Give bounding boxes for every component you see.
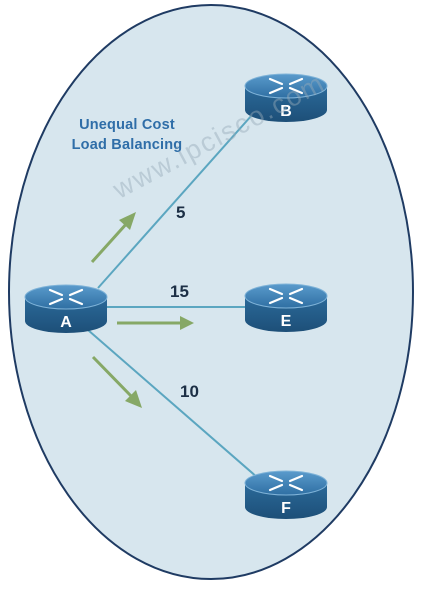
router-e: E (244, 283, 328, 332)
title-line-1: Unequal Cost (79, 117, 175, 133)
link-cost-a-f: 10 (180, 382, 199, 401)
router-a-label: A (60, 314, 72, 331)
router-e-label: E (281, 313, 292, 330)
link-cost-a-e: 15 (170, 282, 189, 301)
router-arrows-icon (268, 287, 304, 305)
link-cost-a-b: 5 (176, 203, 186, 222)
router-b: B (244, 73, 328, 122)
router-b-label: B (280, 103, 292, 120)
router-arrows-icon (48, 288, 84, 306)
router-arrows-icon (268, 474, 304, 492)
router-f: F (244, 470, 328, 519)
link-a-f (87, 329, 259, 479)
traffic-arrow-to-f (91, 355, 142, 408)
router-a: A (24, 284, 108, 333)
link-a-b (97, 114, 253, 289)
traffic-arrow-to-b (90, 212, 136, 264)
title-line-2: Load Balancing (71, 137, 183, 153)
router-f-label: F (281, 500, 291, 517)
traffic-arrow-to-e (117, 316, 194, 330)
router-arrows-icon (268, 77, 304, 95)
network-boundary-ellipse (8, 4, 414, 580)
